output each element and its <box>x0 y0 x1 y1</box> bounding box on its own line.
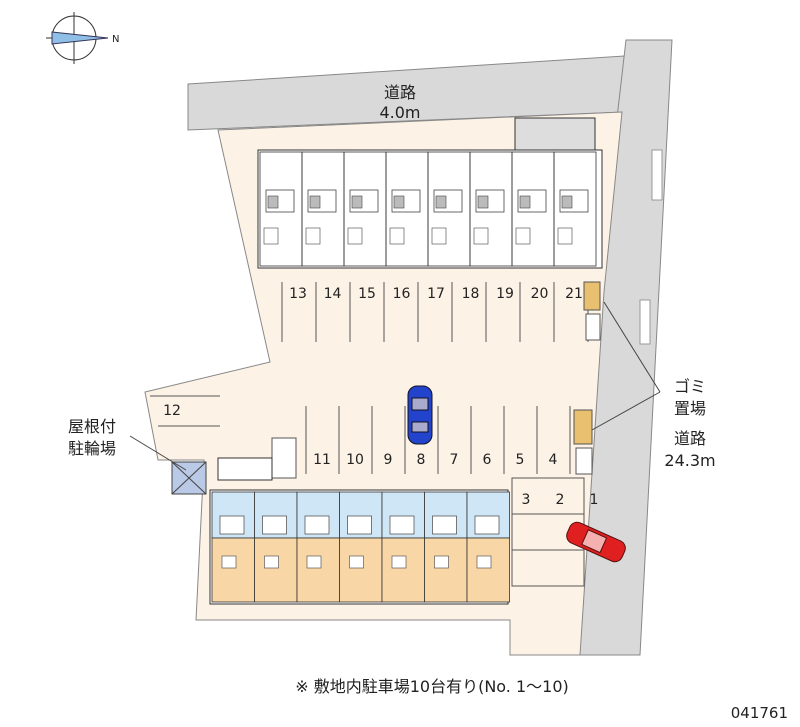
parking-number: 19 <box>496 286 514 302</box>
compass-icon <box>46 12 109 64</box>
road-marking <box>651 149 663 201</box>
right-road-name: 道路 <box>674 429 706 448</box>
red-car <box>566 521 626 563</box>
parking-number: 21 <box>565 286 583 302</box>
parking-number: 17 <box>427 286 445 302</box>
bike-label-1: 屋根付 <box>68 417 116 436</box>
middle-parking-row <box>271 406 593 479</box>
right-road-width: 24.3m <box>664 451 715 470</box>
parking-number: 4 <box>549 452 558 468</box>
parking-number: 3 <box>522 492 531 508</box>
top-road-width: 4.0m <box>379 103 420 122</box>
upper-building <box>257 117 603 269</box>
parking-number: 20 <box>531 286 549 302</box>
bike-shelter <box>171 461 207 495</box>
parking-number: 16 <box>393 286 411 302</box>
bike-leader <box>129 435 187 471</box>
parking-number: 13 <box>289 286 307 302</box>
parking-number: 9 <box>384 452 393 468</box>
garbage-leader <box>591 391 661 431</box>
parking-number: 18 <box>462 286 480 302</box>
road-marking <box>639 299 651 345</box>
parking-number: 14 <box>324 286 342 302</box>
parking-number: 10 <box>346 452 364 468</box>
garbage-label-1: ゴミ <box>674 377 706 396</box>
parking-number: 6 <box>483 452 492 468</box>
parking-number: 7 <box>450 452 459 468</box>
map-code: 041761 <box>731 704 788 722</box>
parking-number: 2 <box>556 492 565 508</box>
blue-car <box>407 385 433 445</box>
parking-number: 5 <box>516 452 525 468</box>
parking-number: 12 <box>163 403 181 419</box>
compass-letter: N <box>112 34 119 45</box>
garbage-label-2: 置場 <box>674 399 706 418</box>
parking-space-12 <box>150 395 220 427</box>
bike-label-2: 駐輪場 <box>68 439 116 458</box>
parking-number: 8 <box>417 452 426 468</box>
parking-number: 1 <box>590 492 599 508</box>
upper-parking-row <box>281 281 601 342</box>
parking-number: 15 <box>358 286 376 302</box>
top-road-name: 道路 <box>384 83 416 102</box>
parking-note: ※ 敷地内駐車場10台有り(No. 1～10) <box>295 677 569 696</box>
garbage-leader <box>603 301 661 393</box>
parking-number: 11 <box>313 452 331 468</box>
lower-building <box>209 457 510 605</box>
